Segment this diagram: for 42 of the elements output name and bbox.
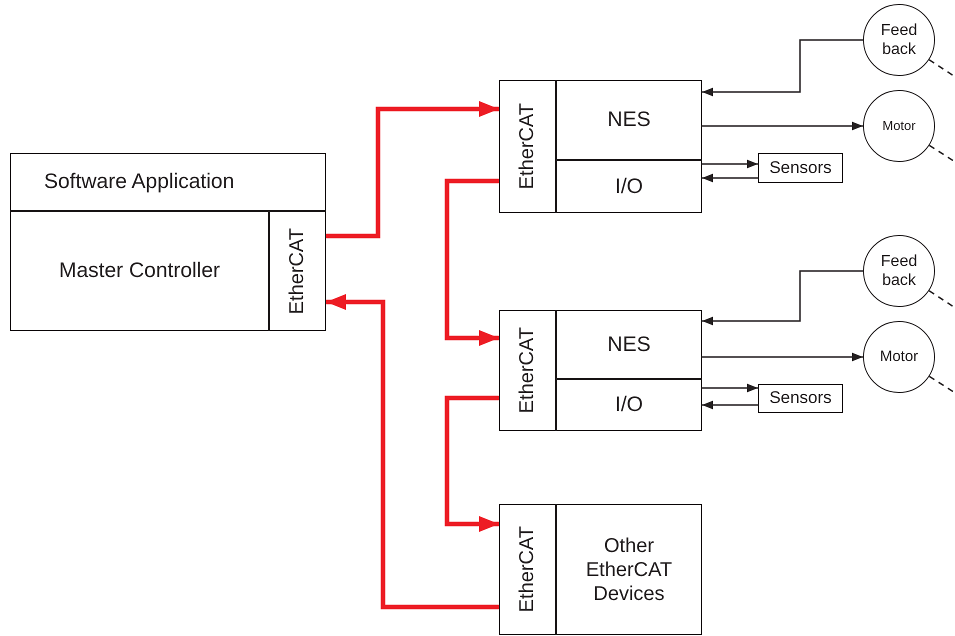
node-label: Software Application (44, 169, 234, 195)
module-box (10, 153, 326, 211)
node-label: NES (607, 332, 651, 358)
arrow (444, 178, 499, 346)
module-box (556, 310, 702, 379)
arrow (702, 174, 758, 182)
arrow (702, 270, 863, 326)
node-label: Feed back (880, 252, 918, 290)
port-label: EtherCAT (516, 327, 539, 414)
module-box (10, 211, 269, 331)
port-box (269, 211, 326, 331)
arrow (702, 122, 863, 130)
node-label: Sensors (769, 388, 832, 409)
arrow (444, 396, 499, 532)
module-box (556, 504, 702, 635)
module-box (556, 160, 702, 213)
arrow (326, 101, 499, 238)
module-box (556, 379, 702, 431)
module-box (556, 80, 702, 160)
port-label: EtherCAT (286, 228, 309, 314)
node-label: Master Controller (58, 258, 220, 284)
node-label: Sensors (769, 158, 832, 178)
node-label: Feed back (880, 20, 918, 60)
arrow (702, 160, 758, 168)
arrow (326, 294, 499, 610)
node-label: I/O (614, 392, 643, 418)
port-label: EtherCAT (516, 103, 539, 190)
node-label: Motor (882, 118, 916, 134)
node-label: NES (607, 107, 651, 133)
device-box (758, 153, 843, 183)
node-label: Motor (880, 348, 918, 366)
node-label: Other EtherCAT Devices (584, 534, 674, 606)
port-box (499, 504, 556, 635)
port-box (499, 310, 556, 431)
arrow (702, 384, 758, 392)
port-box (499, 80, 556, 213)
port-label: EtherCAT (516, 526, 539, 613)
device-box (758, 384, 843, 413)
arrow (702, 400, 758, 410)
node-label: I/O (614, 174, 643, 200)
arrow (702, 39, 863, 96)
arrow (702, 352, 863, 362)
